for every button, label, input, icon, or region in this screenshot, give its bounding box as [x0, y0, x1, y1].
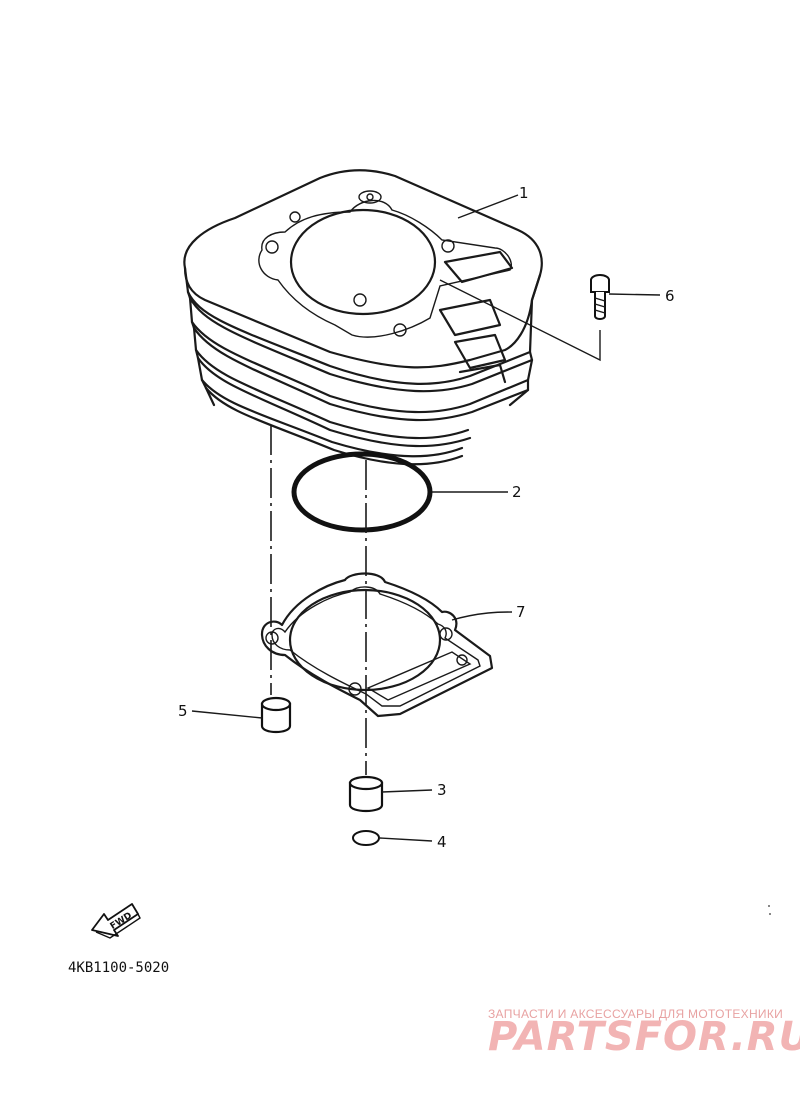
alignment-line-bolt	[439, 279, 601, 362]
callout-4: 4	[437, 833, 447, 851]
callout-2: 2	[512, 483, 522, 501]
callout-5: 5	[178, 702, 188, 720]
callout-3: 3	[437, 781, 447, 799]
o-ring-large	[291, 451, 433, 533]
callout-7: 7	[516, 603, 526, 621]
callout-6: 6	[665, 287, 675, 305]
o-ring-small	[352, 830, 380, 846]
watermark-brand: PARTSFOR.RU	[488, 1014, 800, 1060]
diagram-code: 4KB1100-5020	[68, 960, 169, 976]
bolt-drawing	[590, 274, 610, 320]
dowel-pin-left	[260, 696, 292, 734]
watermark-logo: ЗАПЧАСТИ И АКСЕССУАРЫ ДЛЯ МОТОТЕХНИКИ PA…	[488, 1007, 800, 1060]
cylinder-gasket-drawing	[260, 572, 494, 718]
leader-lines	[191, 194, 661, 842]
dowel-pin-center	[348, 775, 384, 813]
fwd-arrow-icon: FWD	[91, 903, 141, 939]
watermark-tagline: ЗАПЧАСТИ И АКСЕССУАРЫ ДЛЯ МОТОТЕХНИКИ	[488, 1007, 783, 1021]
cylinder-drawing	[183, 169, 543, 466]
callout-1: 1	[519, 184, 529, 202]
